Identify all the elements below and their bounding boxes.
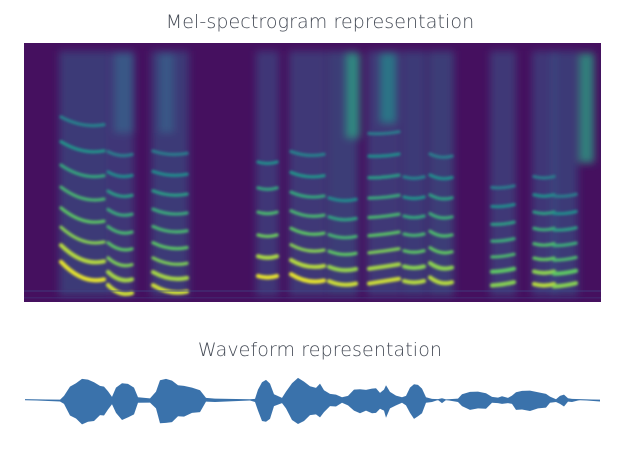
waveform-title: Waveform representation: [197, 339, 443, 361]
waveform-envelope: [25, 377, 600, 425]
spectrogram-title: Mel-spectrogram representation: [165, 11, 475, 33]
waveform-image: [25, 377, 600, 425]
mel-spectrogram-image: [24, 43, 601, 302]
